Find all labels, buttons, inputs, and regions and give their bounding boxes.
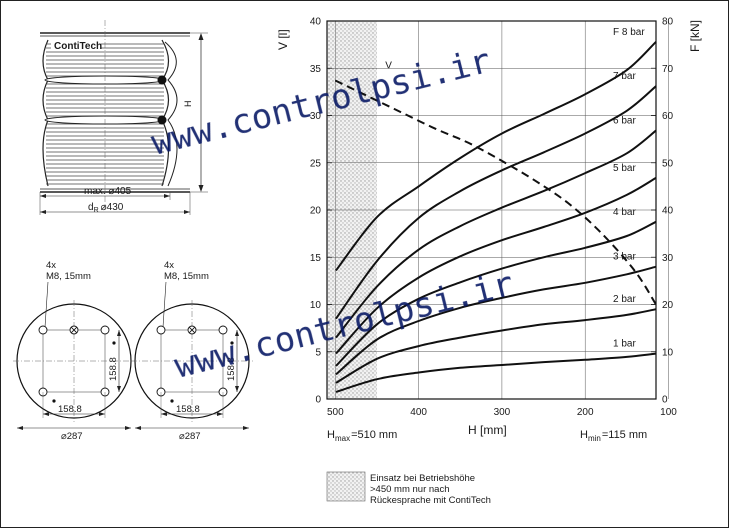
force-curve-label: 7 bar bbox=[613, 71, 636, 82]
bolt-thread-label: M8, 15mm bbox=[46, 271, 91, 282]
bolt-count-label: 4x bbox=[164, 260, 174, 271]
force-curve-label: 6 bar bbox=[613, 116, 636, 127]
y-tick-left-label: 35 bbox=[310, 64, 322, 75]
dim-arrow bbox=[117, 386, 121, 392]
marker-dot bbox=[170, 399, 174, 403]
dim-arrow bbox=[217, 412, 223, 416]
y-tick-left-label: 15 bbox=[310, 253, 322, 264]
volume-curve bbox=[334, 79, 657, 306]
y-tick-left-label: 30 bbox=[310, 111, 322, 122]
spacing-horizontal-label: 158.8 bbox=[58, 404, 82, 415]
dim-arrow bbox=[125, 426, 131, 430]
dim-arrow bbox=[99, 412, 105, 416]
x-axis-label: H [mm] bbox=[468, 423, 507, 437]
dim-arrow bbox=[235, 330, 239, 336]
y-tick-right-label: 10 bbox=[662, 347, 674, 358]
force-curve-8 bbox=[335, 41, 657, 272]
marker-dot bbox=[112, 341, 116, 345]
y-tick-left-label: 20 bbox=[310, 206, 322, 217]
spacing-vertical-label: 158.8 bbox=[226, 357, 237, 381]
x-tick-label: 100 bbox=[660, 407, 677, 418]
y-tick-left-label: 0 bbox=[315, 395, 321, 406]
dim-arrow bbox=[161, 412, 167, 416]
force-curve-1 bbox=[335, 352, 657, 393]
hmax-label: Hmax=510 mm bbox=[327, 429, 397, 443]
dim-arrow bbox=[43, 412, 49, 416]
leader-line bbox=[162, 281, 167, 328]
dim-arrow bbox=[243, 426, 249, 430]
legend-line-3: Rückesprache mit ContiTech bbox=[370, 495, 491, 506]
dr-diameter-label: dR⌀430 bbox=[88, 202, 124, 214]
air-fitting-cross bbox=[70, 326, 78, 334]
force-curve-label: F 8 bar bbox=[613, 27, 645, 38]
dim-arrow bbox=[135, 426, 141, 430]
hmin-label: Hmin=115 mm bbox=[580, 429, 647, 443]
force-curve-6 bbox=[335, 129, 657, 339]
bolt-hole bbox=[156, 325, 166, 335]
force-curve-2 bbox=[335, 308, 657, 384]
y-axis-right-label: F [kN] bbox=[688, 20, 702, 52]
y-tick-right-label: 50 bbox=[662, 158, 674, 169]
y-tick-right-label: 40 bbox=[662, 206, 674, 217]
force-curve-5 bbox=[335, 177, 657, 355]
y-tick-right-label: 70 bbox=[662, 64, 674, 75]
y-axis-left-label: V [l] bbox=[276, 29, 290, 50]
bolt-hole bbox=[100, 325, 110, 335]
y-tick-right-label: 80 bbox=[662, 17, 674, 28]
brand-label: ContiTech bbox=[54, 41, 102, 52]
watermark-top: www.controlpsi.ir bbox=[148, 41, 495, 164]
bolt-count-label: 4x bbox=[46, 260, 56, 271]
plot-frame bbox=[326, 20, 657, 400]
spacing-horizontal-label: 158.8 bbox=[176, 404, 200, 415]
spacing-vertical-label: 158.8 bbox=[108, 357, 119, 381]
y-tick-right-label: 60 bbox=[662, 111, 674, 122]
force-curve-label: 4 bar bbox=[613, 207, 636, 218]
force-curve-label: 1 bar bbox=[613, 339, 636, 350]
dim-arrow bbox=[17, 426, 23, 430]
force-curve-4 bbox=[335, 220, 657, 367]
legend: Einsatz bei Betriebshöhe >450 mm nur nac… bbox=[326, 471, 491, 506]
x-tick-label: 400 bbox=[410, 407, 427, 418]
y-tick-left-label: 10 bbox=[310, 300, 322, 311]
x-tick-label: 300 bbox=[494, 407, 511, 418]
y-tick-right-label: 30 bbox=[662, 253, 674, 264]
dim-arrow bbox=[235, 386, 239, 392]
force-curve-label: 2 bar bbox=[613, 294, 636, 305]
force-curve-3 bbox=[335, 265, 657, 376]
air-spring-side-view: ContiTech H max. ⌀405 dR⌀430 bbox=[39, 20, 208, 215]
legend-line-2: >450 mm nur nach bbox=[370, 484, 449, 495]
dim-arrow bbox=[117, 330, 121, 336]
volume-curve-label: V bbox=[385, 60, 392, 71]
flange-diameter-label: ⌀287 bbox=[61, 431, 83, 442]
y-tick-right-label: 20 bbox=[662, 300, 674, 311]
bolt-hole bbox=[38, 325, 48, 335]
legend-line-1: Einsatz bei Betriebshöhe bbox=[370, 473, 475, 484]
force-curve-label: 5 bar bbox=[613, 163, 636, 174]
height-label: H bbox=[183, 101, 193, 108]
x-tick-label: 200 bbox=[577, 407, 594, 418]
y-tick-right-label: 0 bbox=[662, 395, 668, 406]
x-tick-label: 500 bbox=[327, 407, 344, 418]
marker-dot bbox=[52, 399, 56, 403]
air-fitting-cross bbox=[188, 326, 196, 334]
y-tick-left-label: 40 bbox=[310, 17, 322, 28]
leader-line bbox=[44, 281, 49, 328]
bolt-hole bbox=[218, 325, 228, 335]
y-tick-left-label: 5 bbox=[315, 347, 321, 358]
force-curve-7 bbox=[335, 85, 657, 320]
flange-diameter-label: ⌀287 bbox=[179, 431, 201, 442]
y-tick-left-label: 25 bbox=[310, 158, 322, 169]
legend-swatch bbox=[326, 471, 366, 502]
max-diameter-label: max. ⌀405 bbox=[84, 186, 132, 197]
bolt-thread-label: M8, 15mm bbox=[164, 271, 209, 282]
marker-dot bbox=[230, 341, 234, 345]
